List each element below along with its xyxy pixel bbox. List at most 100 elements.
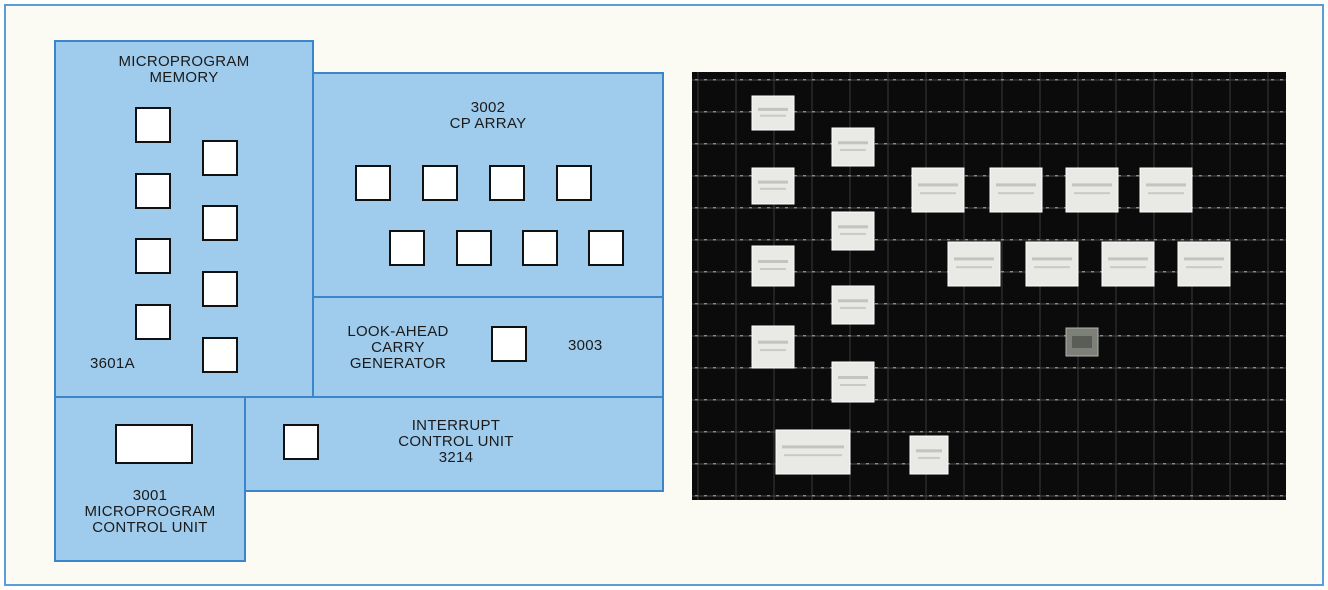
board-trace-dot [974, 367, 977, 369]
board-trace-dot [1145, 495, 1148, 497]
board-trace-dot [965, 367, 968, 369]
board-trace-dot [776, 207, 779, 209]
board-trace-dot [1055, 431, 1058, 433]
board-trace-dot [1262, 207, 1265, 209]
board-trace-dot [731, 399, 734, 401]
board-trace-dot [1190, 335, 1193, 337]
board-trace-dot [740, 79, 743, 81]
board-trace-dot [1262, 431, 1265, 433]
board-trace-dot [1190, 239, 1193, 241]
board-trace-dot [695, 431, 698, 433]
board-trace-dot [740, 143, 743, 145]
board-trace-dot [1091, 111, 1094, 113]
board-trace-dot [1235, 111, 1238, 113]
board-trace-dot [1226, 399, 1229, 401]
board-trace-dot [911, 111, 914, 113]
board-trace-dot [1082, 271, 1085, 273]
board-trace-dot [1019, 335, 1022, 337]
board-trace-dot [884, 207, 887, 209]
board-trace-dot [1262, 143, 1265, 145]
board-trace-dot [1127, 367, 1130, 369]
board-trace-dot [1217, 111, 1220, 113]
board-trace-dot [1235, 431, 1238, 433]
board-trace-dot [992, 431, 995, 433]
board-trace-dot [1163, 399, 1166, 401]
board-trace-dot [1190, 367, 1193, 369]
board-trace-dot [902, 303, 905, 305]
board-trace-dot [1271, 271, 1274, 273]
board-trace-dot [992, 399, 995, 401]
board-trace-dot [1235, 399, 1238, 401]
board-trace-dot [1226, 79, 1229, 81]
board-trace-dot [740, 111, 743, 113]
board-trace-dot [1190, 463, 1193, 465]
board-chip-marking [954, 257, 994, 260]
board-trace-dot [812, 367, 815, 369]
board-trace-dot [1001, 271, 1004, 273]
board-trace-dot [1235, 335, 1238, 337]
board-trace-dot [1280, 399, 1283, 401]
board-trace-dot [1190, 431, 1193, 433]
board-trace-dot [1244, 367, 1247, 369]
board-trace-dot [1010, 335, 1013, 337]
board-trace-dot [983, 239, 986, 241]
board-trace-dot [1154, 143, 1157, 145]
board-trace-dot [704, 111, 707, 113]
board-trace-dot [974, 239, 977, 241]
board-trace-dot [776, 399, 779, 401]
board-trace-dot [1280, 335, 1283, 337]
board-chip [990, 168, 1042, 212]
board-trace-dot [1271, 463, 1274, 465]
board-trace-dot [749, 399, 752, 401]
board-chip [832, 362, 874, 402]
board-trace-dot [1046, 207, 1049, 209]
board-trace-dot [938, 335, 941, 337]
board-trace-dot [1109, 431, 1112, 433]
board-trace-dot [992, 239, 995, 241]
board-trace-dot [1073, 463, 1076, 465]
board-trace-dot [1037, 111, 1040, 113]
board-trace-dot [704, 431, 707, 433]
board-trace-dot [920, 335, 923, 337]
board-trace-dot [1091, 367, 1094, 369]
board-chip [1026, 242, 1078, 286]
board-trace-dot [893, 111, 896, 113]
cp-array-chip [456, 230, 492, 266]
board-trace-dot [767, 303, 770, 305]
board-trace-dot [1073, 143, 1076, 145]
board-trace-dot [884, 335, 887, 337]
board-trace-dot [1064, 463, 1067, 465]
board-trace-dot [920, 271, 923, 273]
board-trace-dot [1019, 271, 1022, 273]
board-trace-dot [713, 271, 716, 273]
board-trace-dot [983, 367, 986, 369]
board-trace-dot [1271, 367, 1274, 369]
board-chip [832, 128, 874, 166]
board-trace-dot [956, 431, 959, 433]
board-trace-dot [992, 463, 995, 465]
board-trace-dot [1235, 79, 1238, 81]
board-trace-dot [1163, 303, 1166, 305]
board-trace-dot [1091, 399, 1094, 401]
board-trace-dot [983, 143, 986, 145]
board-trace-dot [974, 303, 977, 305]
board-trace-dot [893, 143, 896, 145]
board-trace-dot [713, 431, 716, 433]
board-trace-dot [812, 271, 815, 273]
board-trace-dot [893, 271, 896, 273]
board-trace-dot [1118, 431, 1121, 433]
board-trace-dot [1109, 399, 1112, 401]
board-trace-dot [785, 207, 788, 209]
board-trace-dot [740, 303, 743, 305]
board-trace-dot [857, 431, 860, 433]
board-trace-dot [1172, 79, 1175, 81]
board-trace-dot [1271, 79, 1274, 81]
board-trace-dot [704, 271, 707, 273]
microprogram-control-unit-label: 3001 MICROPROGRAM CONTROL UNIT [56, 488, 244, 536]
board-trace-dot [776, 239, 779, 241]
board-trace-dot [1217, 175, 1220, 177]
board-trace-dot [947, 367, 950, 369]
board-chip-marking [1108, 257, 1148, 260]
board-trace-dot [1028, 495, 1031, 497]
board-trace-dot [938, 367, 941, 369]
